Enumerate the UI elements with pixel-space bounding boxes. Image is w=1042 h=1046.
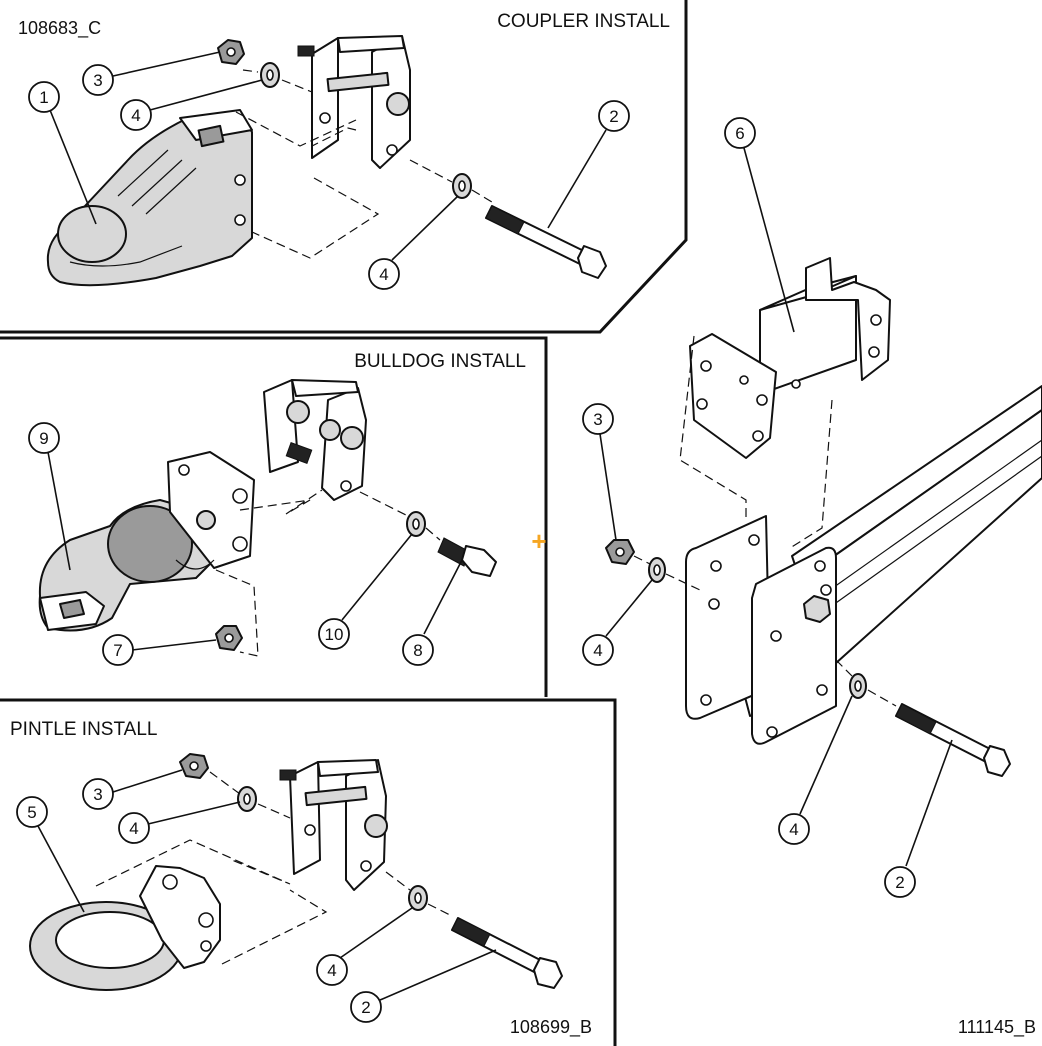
callout-bulldog-8: 8 — [402, 559, 463, 666]
callout-frame-2: 2 — [884, 739, 953, 898]
frame-mount-plates — [685, 515, 837, 745]
callout-pintle-4b: 4 — [316, 907, 413, 986]
callout-coupler-2: 2 — [547, 100, 630, 229]
pintle-install-panel: PINTLE INSTALL 108699_B — [10, 719, 592, 1038]
svg-text:3: 3 — [593, 410, 602, 429]
pintle-bracket — [279, 759, 388, 891]
svg-text:10: 10 — [325, 625, 344, 644]
frame-washer-right — [849, 673, 867, 699]
svg-text:4: 4 — [593, 641, 602, 660]
svg-text:7: 7 — [113, 641, 122, 660]
svg-text:4: 4 — [789, 820, 798, 839]
callout-coupler-4a: 4 — [120, 79, 263, 131]
frame-ref-code: 111145_B — [958, 1017, 1036, 1038]
pintle-bolt — [451, 917, 563, 989]
pintle-nut — [179, 753, 209, 779]
frame-install-panel: 111145_B — [531, 117, 1042, 1038]
callout-pintle-5: 5 — [16, 796, 85, 913]
svg-text:2: 2 — [361, 998, 370, 1017]
callout-frame-4b: 4 — [778, 695, 853, 845]
coupler-washer-bottom — [452, 173, 472, 199]
callout-frame-6: 6 — [724, 117, 795, 333]
orange-plus-marker: + — [531, 526, 546, 556]
pintle-washer-top — [237, 786, 257, 812]
callout-coupler-1: 1 — [28, 81, 97, 225]
callout-coupler-3: 3 — [82, 51, 221, 96]
callout-bulldog-9: 9 — [28, 422, 71, 571]
panel-borders — [0, 0, 688, 1046]
svg-text:3: 3 — [93, 785, 102, 804]
frame-nut — [605, 539, 635, 565]
pintle-install-title: PINTLE INSTALL — [10, 719, 157, 740]
pintle-ref-code: 108699_B — [510, 1017, 592, 1038]
bulldog-bolt — [437, 537, 497, 577]
frame-washer-left — [648, 557, 666, 583]
coupler-washer-top — [260, 62, 280, 88]
svg-text:5: 5 — [27, 803, 36, 822]
svg-text:4: 4 — [327, 961, 336, 980]
svg-text:2: 2 — [609, 107, 618, 126]
callout-coupler-4b: 4 — [368, 195, 459, 290]
svg-text:4: 4 — [129, 819, 138, 838]
coupler-bolt — [485, 205, 607, 279]
svg-text:1: 1 — [39, 88, 48, 107]
coupler-part — [46, 109, 253, 287]
bulldog-bracket — [263, 379, 367, 501]
svg-text:4: 4 — [379, 265, 388, 284]
svg-text:4: 4 — [131, 106, 140, 125]
callout-pintle-3: 3 — [82, 769, 183, 810]
svg-text:6: 6 — [735, 124, 744, 143]
coupler-bracket — [297, 35, 411, 169]
svg-text:3: 3 — [93, 71, 102, 90]
callout-bulldog-7: 7 — [102, 634, 217, 666]
callout-frame-4a: 4 — [582, 579, 653, 666]
bulldog-nut — [215, 625, 243, 651]
callout-pintle-4a: 4 — [118, 801, 241, 844]
pintle-part — [29, 865, 221, 991]
callout-pintle-2: 2 — [350, 949, 497, 1023]
bulldog-install-title: BULLDOG INSTALL — [354, 351, 526, 372]
coupler-ref-code: 108683_C — [18, 18, 101, 39]
svg-text:8: 8 — [413, 641, 422, 660]
bulldog-part — [38, 451, 255, 632]
svg-text:9: 9 — [39, 429, 48, 448]
bulldog-washer — [406, 511, 426, 537]
coupler-nut — [217, 39, 245, 65]
callout-frame-3: 3 — [582, 403, 617, 541]
callout-bulldog-10: 10 — [318, 533, 413, 650]
coupler-install-panel: 108683_C COUPLER INSTALL — [18, 11, 670, 290]
svg-text:2: 2 — [895, 873, 904, 892]
frame-bolt — [895, 703, 1011, 777]
bulldog-install-panel: BULLDOG INSTALL — [28, 351, 526, 666]
frame-receiver-bracket — [689, 257, 891, 459]
pintle-washer-bottom — [408, 885, 428, 911]
coupler-install-title: COUPLER INSTALL — [497, 11, 670, 32]
